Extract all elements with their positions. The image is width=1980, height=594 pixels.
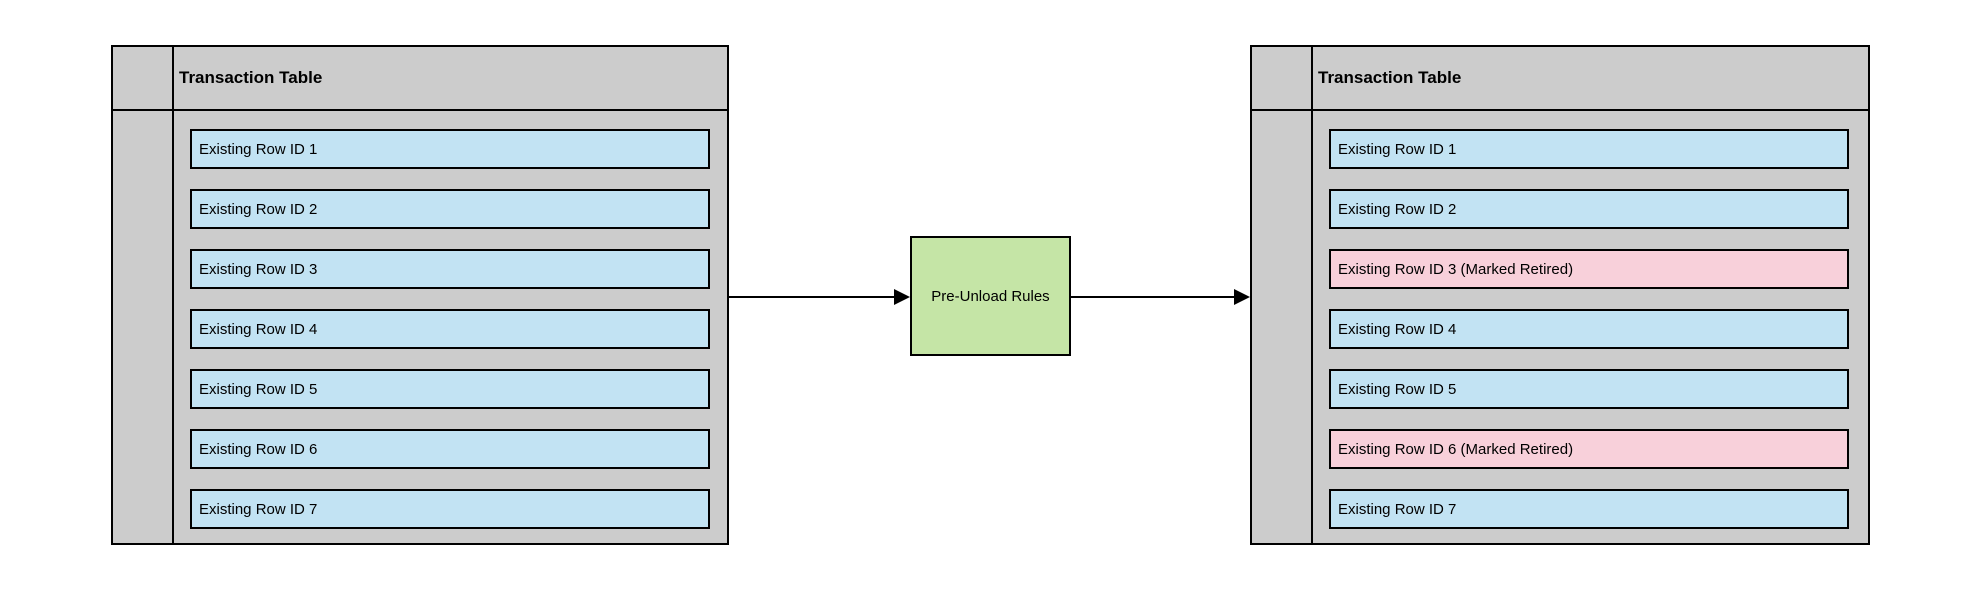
table-row: Existing Row ID 1 xyxy=(1329,129,1849,169)
table-row: Existing Row ID 4 xyxy=(190,309,710,349)
table-row: Existing Row ID 5 xyxy=(190,369,710,409)
table-header-divider xyxy=(113,109,727,111)
arrowhead-icon xyxy=(894,289,910,305)
transaction-table-before: Transaction Table Existing Row ID 1 Exis… xyxy=(111,45,729,545)
table-row: Existing Row ID 1 xyxy=(190,129,710,169)
transaction-table-after: Transaction Table Existing Row ID 1 Exis… xyxy=(1250,45,1870,545)
table-row: Existing Row ID 5 xyxy=(1329,369,1849,409)
table-gutter-divider xyxy=(172,47,174,543)
arrowhead-icon xyxy=(1234,289,1250,305)
arrow-left-to-process xyxy=(729,296,897,298)
table-row: Existing Row ID 2 xyxy=(1329,189,1849,229)
pre-unload-rules-process: Pre-Unload Rules xyxy=(910,236,1071,356)
table-row: Existing Row ID 2 xyxy=(190,189,710,229)
table-row-retired: Existing Row ID 6 (Marked Retired) xyxy=(1329,429,1849,469)
table-gutter-divider xyxy=(1311,47,1313,543)
table-title: Transaction Table xyxy=(179,68,323,87)
table-row-retired: Existing Row ID 3 (Marked Retired) xyxy=(1329,249,1849,289)
table-header-divider xyxy=(1252,109,1868,111)
table-row: Existing Row ID 7 xyxy=(1329,489,1849,529)
table-row: Existing Row ID 4 xyxy=(1329,309,1849,349)
table-row: Existing Row ID 6 xyxy=(190,429,710,469)
table-row: Existing Row ID 3 xyxy=(190,249,710,289)
table-title: Transaction Table xyxy=(1318,68,1462,87)
arrow-process-to-right xyxy=(1071,296,1237,298)
table-row: Existing Row ID 7 xyxy=(190,489,710,529)
